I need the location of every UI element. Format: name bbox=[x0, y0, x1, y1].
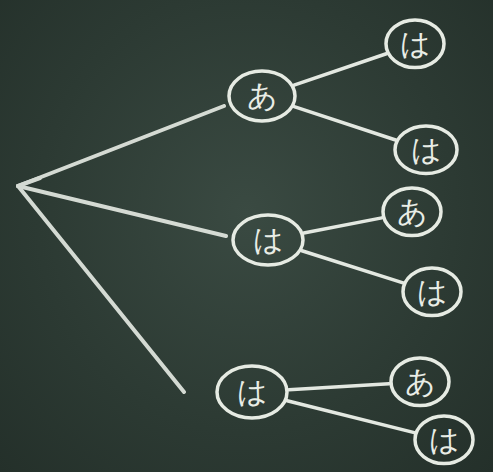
branch-stroke bbox=[289, 384, 389, 390]
circle-outline bbox=[383, 188, 441, 236]
circle-outline bbox=[415, 416, 473, 464]
circle-outline bbox=[395, 126, 457, 174]
node-label: は bbox=[417, 277, 448, 307]
circled-node: は bbox=[215, 364, 289, 420]
node-label: あ bbox=[397, 197, 428, 227]
branch-line bbox=[294, 107, 395, 140]
circle-outline bbox=[217, 366, 287, 418]
circle-outline bbox=[403, 268, 461, 316]
branch-line bbox=[302, 251, 403, 283]
node-label: は bbox=[429, 425, 460, 455]
branch-stroke bbox=[294, 107, 395, 140]
branch-stroke bbox=[294, 54, 386, 85]
node-label: あ bbox=[405, 367, 436, 397]
node-label: は bbox=[411, 135, 442, 165]
node-label: あ bbox=[247, 81, 278, 111]
root-branch bbox=[18, 186, 184, 392]
circled-node: は bbox=[393, 124, 459, 176]
circle-outline bbox=[229, 71, 295, 121]
branch-line bbox=[287, 401, 414, 433]
circled-node: あ bbox=[389, 356, 451, 408]
circled-node: は bbox=[231, 213, 305, 267]
circled-node: あ bbox=[381, 186, 443, 238]
branch-stroke bbox=[287, 401, 414, 433]
branch-stroke bbox=[302, 251, 403, 283]
circle-outline bbox=[386, 20, 444, 68]
circled-node: は bbox=[384, 18, 446, 70]
branch-line bbox=[289, 384, 389, 390]
branch-line bbox=[294, 54, 386, 85]
node-label: は bbox=[237, 377, 268, 407]
circle-outline bbox=[233, 215, 303, 265]
root-stub bbox=[18, 178, 40, 186]
circle-outline bbox=[391, 358, 449, 406]
circled-node: は bbox=[401, 266, 463, 318]
node-label: は bbox=[400, 29, 431, 59]
root-branch bbox=[18, 186, 226, 236]
node-label: は bbox=[253, 225, 284, 255]
branch-stroke bbox=[304, 218, 382, 233]
circled-node: あ bbox=[227, 69, 297, 123]
circled-node: は bbox=[413, 414, 475, 466]
branch-line bbox=[304, 218, 382, 233]
root-branch bbox=[18, 106, 224, 186]
